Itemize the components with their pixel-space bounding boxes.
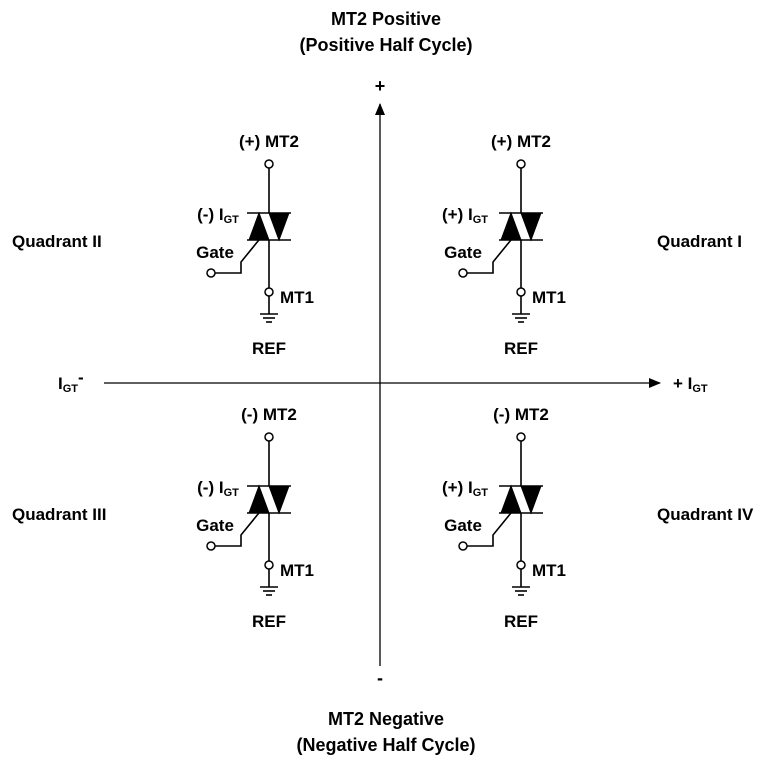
gate-lead <box>215 507 264 547</box>
gate-label: Gate <box>444 516 482 535</box>
mt1-label: MT1 <box>280 288 314 307</box>
y-negative-label: - <box>377 668 383 688</box>
y-positive-label: + <box>375 76 386 96</box>
gate-lead <box>467 507 516 547</box>
gate-label: Gate <box>196 516 234 535</box>
x-right-label: + IGT <box>673 374 708 395</box>
ground-icon <box>260 586 278 596</box>
ground-icon <box>260 313 278 323</box>
ground-icon <box>512 586 530 596</box>
ref-label: REF <box>504 339 538 358</box>
gate-current-label: (+) IGT <box>442 478 488 499</box>
triac-quadrant-iv: (-) MT2 (+) IGT Gate MT1 REF <box>442 405 566 631</box>
triac-up-triangle <box>248 484 270 514</box>
mt1-label: MT1 <box>532 561 566 580</box>
mt1-terminal <box>264 287 274 297</box>
ref-label: REF <box>252 612 286 631</box>
gate-current-label: (+) IGT <box>442 205 488 226</box>
gate-current-label: (-) IGT <box>197 478 239 499</box>
mt2-label: (+) MT2 <box>239 132 299 151</box>
quadrant-ii-label: Quadrant II <box>12 232 102 251</box>
triac-down-triangle <box>520 212 542 242</box>
triac-up-triangle <box>500 211 522 241</box>
gate-label: Gate <box>444 243 482 262</box>
triac-down-triangle <box>520 485 542 515</box>
mt1-label: MT1 <box>532 288 566 307</box>
quadrant-i-label: Quadrant I <box>657 232 742 251</box>
quadrant-iv-label: Quadrant IV <box>657 505 754 524</box>
bottom-title: MT2 Negative <box>328 709 444 729</box>
gate-lead <box>467 234 516 274</box>
mt1-terminal <box>516 560 526 570</box>
gate-terminal <box>458 268 468 278</box>
triac-quadrant-i: (+) MT2 (+) IGT Gate MT1 REF <box>442 132 566 358</box>
mt2-label: (-) MT2 <box>241 405 297 424</box>
top-title: MT2 Positive <box>331 9 441 29</box>
triac-quadrant-ii: (+) MT2 (-) IGT Gate MT1 REF <box>196 132 314 358</box>
mt1-label: MT1 <box>280 561 314 580</box>
ground-icon <box>512 313 530 323</box>
gate-label: Gate <box>196 243 234 262</box>
gate-terminal <box>206 541 216 551</box>
mt2-terminal <box>516 159 526 169</box>
gate-current-label: (-) IGT <box>197 205 239 226</box>
gate-lead <box>215 234 264 274</box>
ref-label: REF <box>252 339 286 358</box>
top-subtitle: (Positive Half Cycle) <box>299 35 472 55</box>
mt2-terminal <box>264 432 274 442</box>
mt2-label: (-) MT2 <box>493 405 549 424</box>
bottom-subtitle: (Negative Half Cycle) <box>296 735 475 755</box>
mt1-terminal <box>264 560 274 570</box>
triac-up-triangle <box>248 211 270 241</box>
ref-label: REF <box>504 612 538 631</box>
mt2-label: (+) MT2 <box>491 132 551 151</box>
mt2-terminal <box>264 159 274 169</box>
quadrant-iii-label: Quadrant III <box>12 505 106 524</box>
triac-down-triangle <box>268 212 290 242</box>
triac-quadrant-iii: (-) MT2 (-) IGT Gate MT1 REF <box>196 405 314 631</box>
gate-terminal <box>458 541 468 551</box>
triac-down-triangle <box>268 485 290 515</box>
x-left-label: IGT- <box>58 368 84 395</box>
gate-terminal <box>206 268 216 278</box>
mt2-terminal <box>516 432 526 442</box>
triac-up-triangle <box>500 484 522 514</box>
mt1-terminal <box>516 287 526 297</box>
